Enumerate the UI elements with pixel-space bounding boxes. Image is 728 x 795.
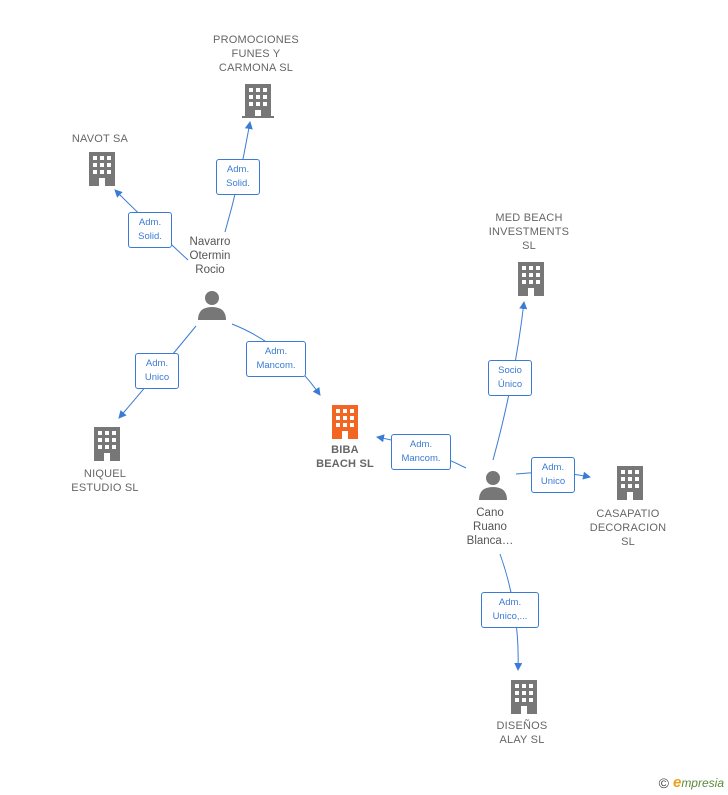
building-icon [332, 405, 358, 439]
edge-label-navarro-navot: Adm. Solid. [128, 212, 172, 248]
node-label-navarro: Navarro Otermin Rocio [189, 236, 231, 276]
brand-footer: © empresia [659, 774, 724, 791]
node-label-promociones: PROMOCIONES FUNES Y CARMONA SL [213, 34, 299, 74]
edge-label-cano-casapatio: Adm. Unico [531, 457, 575, 493]
person-icon [479, 471, 507, 500]
node-label-casapatio: CASAPATIO DECORACION SL [589, 508, 667, 548]
node-label-biba: BIBA BEACH SL [316, 444, 374, 470]
building-icon [511, 680, 537, 714]
edge-label-cano-medbeach: Socio Único [488, 360, 532, 396]
edge-label-cano-biba: Adm. Mancom. [391, 434, 451, 470]
building-icon [242, 84, 274, 118]
edge-label-navarro-promociones: Adm. Solid. [216, 159, 260, 195]
node-label-medbeach: MED BEACH INVESTMENTS SL [488, 212, 570, 252]
edge-label-navarro-biba: Adm. Mancom. [246, 341, 306, 377]
edge-label-navarro-niquel: Adm. Unico [135, 353, 179, 389]
edge-label-cano-disenos: Adm. Unico,... [481, 592, 539, 628]
node-label-niquel: NIQUEL ESTUDIO SL [71, 468, 139, 494]
building-icon [89, 152, 115, 186]
node-label-cano: Cano Ruano Blanca… [466, 507, 514, 547]
copyright-symbol: © [658, 774, 669, 791]
node-label-disenos: DISEÑOS ALAY SL [496, 720, 548, 746]
brand-logo: empresia [672, 774, 724, 791]
building-icon [617, 466, 643, 500]
person-icon [198, 291, 226, 320]
building-icon [94, 427, 120, 461]
node-label-navot: NAVOT SA [71, 133, 129, 145]
building-icon [518, 262, 544, 296]
